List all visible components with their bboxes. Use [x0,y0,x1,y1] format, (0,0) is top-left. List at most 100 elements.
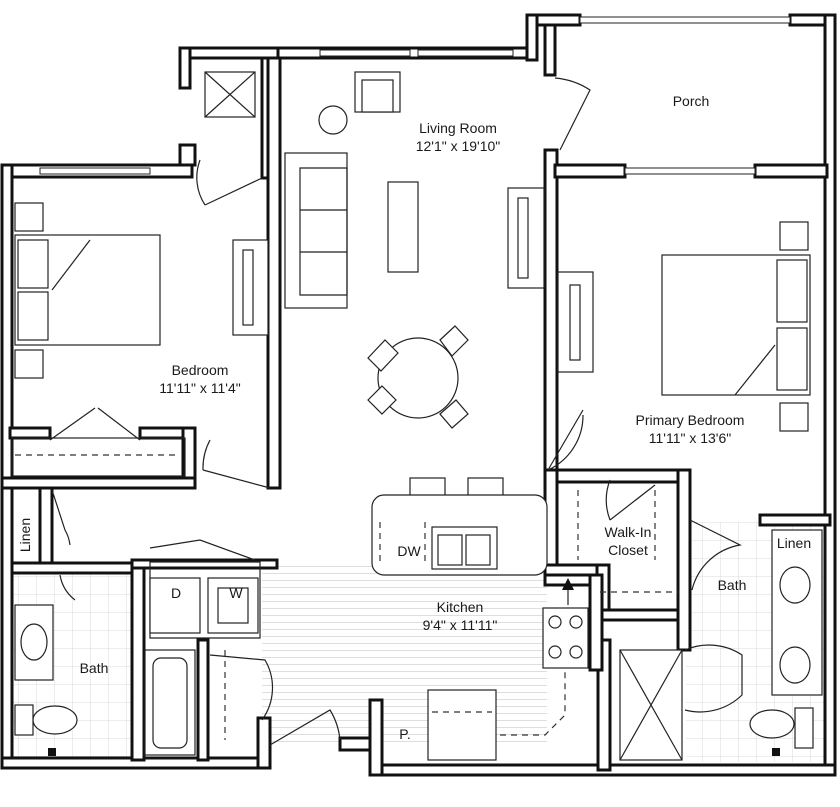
sofa-cushions [299,167,348,296]
kitchen-wood-floor [262,560,547,745]
sink-right-a [779,566,811,604]
doors [49,77,743,746]
water-heater-x [204,71,256,118]
window-primary [624,167,756,175]
coffee-table [387,181,419,273]
pillow-b [17,291,49,341]
pantry-label: P. [399,726,410,742]
nightstand-bottom [14,349,44,379]
toilet-bowl-left [32,705,78,735]
linen-left-label: Linen [17,518,33,552]
linen-door [51,489,71,546]
primary-pillow-a [776,259,808,323]
bed-fold [51,239,91,291]
wall-walkin-right [676,468,692,652]
washer-door [217,587,249,624]
sink-right-b [779,646,811,684]
sofa [284,152,348,309]
kitchen-dims: 9'4" x 11'11" [423,617,498,633]
walkin-label-line2: Closet [608,542,648,558]
wall-entry-stub [256,716,272,770]
tv [517,197,529,279]
wall-hall-left [196,638,210,762]
dryer-label: D [171,585,181,601]
toilet-tank-right [794,707,814,749]
laundry-closet [204,71,256,118]
pillow-a [17,239,49,289]
living-furniture [284,71,545,429]
wall-bedroom-bottom-a [8,426,52,440]
burner-a [548,615,562,629]
kitchen-fixtures [149,477,589,761]
porch-door [554,77,591,151]
window-living-a [319,49,411,57]
laundry-bifold [149,539,256,561]
dining-table [377,337,459,419]
outlet-left [48,748,56,756]
primary-bedroom-dims: 11'11" x 13'6" [649,430,732,446]
bath-left-label: Bath [80,660,109,676]
dishwasher-label: DW [397,543,421,559]
wall-left-exterior [0,163,14,767]
washer-label: W [229,585,243,601]
window-bedroom [39,167,151,175]
sink-left [20,623,48,661]
window-porch [579,16,791,24]
wall-primary-left [543,148,559,472]
wall-porch-left-upper [525,13,539,62]
wall-living-left [266,56,282,490]
shower-drain-lines [619,649,683,761]
bedroom-dims: 11'11" x 11'4" [159,380,240,396]
burner-d [569,645,583,659]
dryer [149,577,201,634]
bedroom-closet-bifold [49,407,141,441]
bar-stool-a [409,477,446,497]
bedroom-door [202,439,271,489]
window-living-b [417,49,514,57]
nightstand-top [14,202,44,232]
wall-bath-left-right [130,558,146,762]
room-labels: Porch Living Room 12'1" x 19'10" Bedroom… [80,93,747,676]
wall-porch-left-inner [543,23,557,77]
bath-right-fixtures [619,529,823,761]
burner-b [569,615,583,629]
tub-basin [152,657,188,749]
living-room-label: Living Room [419,120,497,136]
bath-right-label: Bath [718,577,747,593]
wall-right-exterior [823,13,837,777]
burner-c [548,645,562,659]
walkin-label-line1: Walk-In [605,524,652,540]
sink-bowl-a [437,534,463,566]
bath-left-fixtures [14,604,196,756]
sink-bowl-b [465,534,491,566]
dresser-tv [242,249,254,326]
kitchen-label: Kitchen [437,599,484,615]
dining-chairs [367,325,469,429]
walkin-rods [577,490,656,560]
bedroom-furniture [11,202,269,477]
primary-bed-fold [734,344,776,396]
dishwasher-outline [379,522,426,565]
counter-line [500,670,566,736]
living-room-dims: 12'1" x 19'10" [416,138,501,154]
bath-right-door [689,519,742,591]
outlet-right [772,748,780,756]
wall-laundry-top [130,558,279,570]
wall-porch-bottom-b [753,163,829,179]
windows [39,16,791,175]
hall-closet-door [209,654,274,721]
walkin-door [605,479,656,521]
wall-walkin-bottom-b [595,608,691,622]
washer [207,577,259,634]
armchair-seat [361,79,394,113]
range [542,607,589,669]
wall-walkin-top [543,468,692,484]
primary-bedroom-label: Primary Bedroom [636,412,745,428]
primary-furniture [557,221,811,593]
primary-door [547,409,584,471]
bedroom-label: Bedroom [172,362,229,378]
wall-bath-right-top [758,513,832,527]
toilet-tank-left [14,704,34,736]
wall-range-right [588,573,604,672]
